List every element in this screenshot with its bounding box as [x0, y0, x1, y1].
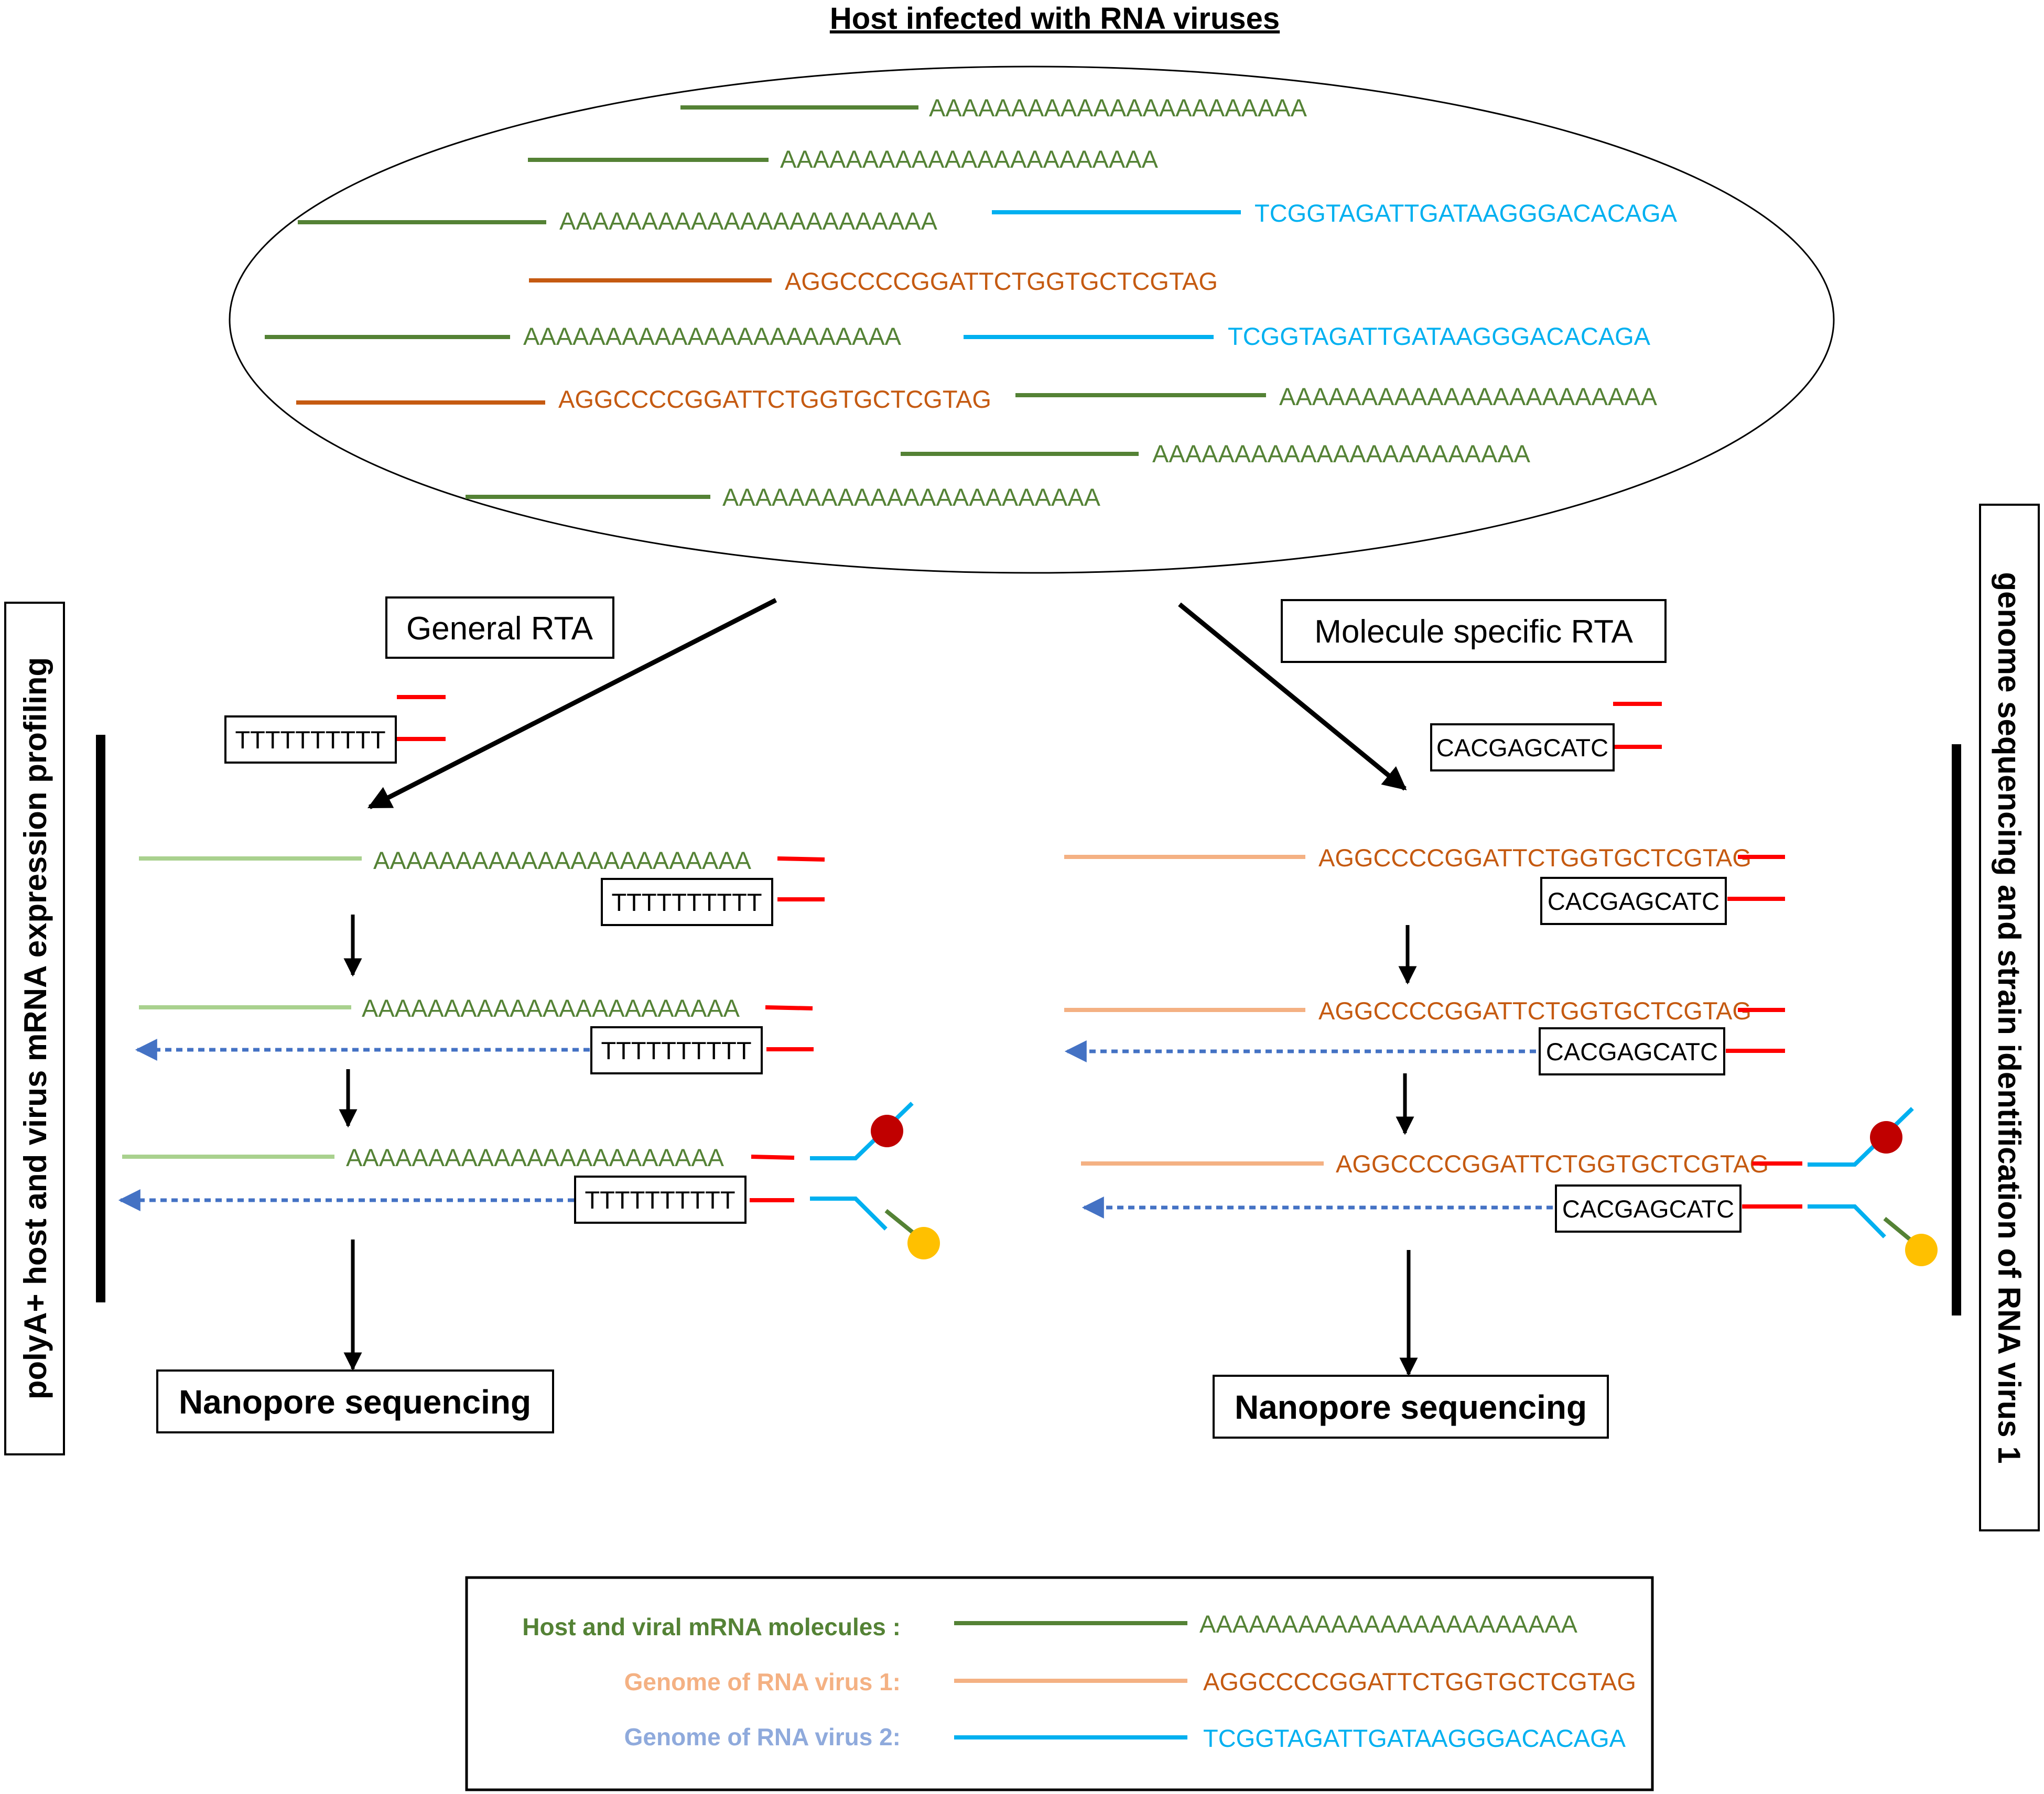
right-side-label-text: genome sequencing and strain identificat…: [1992, 572, 2027, 1463]
left-step-reverse-transcription: AAAAAAAAAAAAAAAAAAAAAAA TTTTTTTTTT: [135, 994, 814, 1074]
polya-tail-text: AAAAAAAAAAAAAAAAAAAAAAA: [362, 994, 740, 1022]
virus2-sequence-text: TCGGTAGATTGATAAGGGACACAGA: [1228, 322, 1651, 350]
virus1-sequence-text: AGGCCCCGGATTCTGGTGCTCGTAG: [558, 385, 991, 413]
specific-primer-adapter: CACGAGCATC: [1430, 702, 1662, 771]
motor-protein-yellow: [1905, 1234, 1938, 1266]
left-step-adapter-ligation: AAAAAAAAAAAAAAAAAAAAAAA TTTTTTTTTT: [118, 1102, 940, 1259]
polya-tail-text: AAAAAAAAAAAAAAAAAAAAAAA: [780, 145, 1159, 173]
right-step-adapter-ligation: AGGCCCCGGATTCTGGTGCTCGTAG CACGAGCATC: [1081, 1107, 1938, 1266]
molecule-specific-rta-label: Molecule specific RTA: [1281, 599, 1667, 663]
polya-tail-text: AAAAAAAAAAAAAAAAAAAAAAA: [523, 322, 902, 350]
virus2-genome-molecule: TCGGTAGATTGATAAGGGACACAGA: [964, 322, 1651, 350]
mrna-molecule: AAAAAAAAAAAAAAAAAAAAAAA: [528, 145, 1159, 173]
virus1-sequence-text: AGGCCCCGGATTCTGGTGCTCGTAG: [1336, 1150, 1769, 1178]
virus1-sequence-text: AGGCCCCGGATTCTGGTGCTCGTAG: [1318, 844, 1751, 872]
virus2-genome-molecule: TCGGTAGATTGATAAGGGACACAGA: [992, 199, 1678, 227]
polya-tail-text: AAAAAAAAAAAAAAAAAAAAAAA: [559, 207, 938, 235]
general-rta-text: General RTA: [406, 611, 593, 647]
branch-arrow-right: [1178, 602, 1407, 791]
legend-item-virus1: Genome of RNA virus 1: AGGCCCCGGATTCTGGT…: [624, 1668, 1636, 1695]
right-nanopore-box: Nanopore sequencing: [1213, 1375, 1609, 1439]
sequencing-adapter: [810, 1102, 940, 1259]
virus1-sequence-text: AGGCCCCGGATTCTGGTGCTCGTAG: [1318, 997, 1751, 1025]
oligo-dt-text: TTTTTTTTTT: [601, 1037, 751, 1064]
legend-sequence: AGGCCCCGGATTCTGGTGCTCGTAG: [1203, 1668, 1636, 1695]
virus1-genome-molecule: AGGCCCCGGATTCTGGTGCTCGTAG: [296, 385, 991, 413]
specific-primer-text: CACGAGCATC: [1562, 1195, 1734, 1223]
oligo-dt-text: TTTTTTTTTT: [235, 726, 385, 754]
mrna-molecule: AAAAAAAAAAAAAAAAAAAAAAA: [265, 322, 902, 350]
mrna-molecule: AAAAAAAAAAAAAAAAAAAAAAA: [1015, 383, 1658, 410]
left-nanopore-box: Nanopore sequencing: [156, 1369, 554, 1433]
mrna-molecule: AAAAAAAAAAAAAAAAAAAAAAA: [298, 207, 938, 235]
legend: Host and viral mRNA molecules : AAAAAAAA…: [465, 1576, 1654, 1791]
branch-arrow-left: [367, 597, 777, 810]
mrna-molecule: AAAAAAAAAAAAAAAAAAAAAAA: [901, 440, 1531, 467]
left-step-annealing: AAAAAAAAAAAAAAAAAAAAAAA TTTTTTTTTT: [139, 846, 825, 926]
legend-label: Genome of RNA virus 2:: [624, 1723, 901, 1750]
infected-host-ellipse: AAAAAAAAAAAAAAAAAAAAAAA AAAAAAAAAAAAAAAA…: [229, 66, 1835, 574]
mrna-molecule: AAAAAAAAAAAAAAAAAAAAAAA: [466, 483, 1101, 511]
legend-label: Host and viral mRNA molecules :: [522, 1613, 901, 1640]
polya-tail-text: AAAAAAAAAAAAAAAAAAAAAAA: [373, 846, 752, 874]
right-step-annealing: AGGCCCCGGATTCTGGTGCTCGTAG CACGAGCATC: [1064, 844, 1785, 925]
general-rta-label: General RTA: [385, 596, 614, 659]
left-nanopore-text: Nanopore sequencing: [179, 1383, 531, 1421]
mrna-molecule: AAAAAAAAAAAAAAAAAAAAAAA: [680, 94, 1307, 122]
oligo-dt-text: TTTTTTTTTT: [585, 1186, 735, 1214]
motor-protein-yellow: [907, 1227, 940, 1259]
legend-item-host-mrna: Host and viral mRNA molecules : AAAAAAAA…: [522, 1610, 1577, 1640]
right-step-reverse-transcription: AGGCCCCGGATTCTGGTGCTCGTAG CACGAGCATC: [1064, 997, 1785, 1075]
host-cell-outline: [229, 66, 1835, 574]
motor-protein-red: [871, 1115, 903, 1147]
legend-sequence: TCGGTAGATTGATAAGGGACACAGA: [1203, 1724, 1626, 1752]
legend-item-virus2: Genome of RNA virus 2: TCGGTAGATTGATAAGG…: [624, 1723, 1626, 1752]
polya-tail-text: AAAAAAAAAAAAAAAAAAAAAAA: [929, 94, 1307, 122]
motor-protein-red: [1870, 1121, 1902, 1154]
right-side-label: genome sequencing and strain identificat…: [1979, 504, 2040, 1531]
oligo-dt-text: TTTTTTTTTT: [611, 888, 762, 916]
left-side-label: polyA+ host and virus mRNA expression pr…: [4, 602, 65, 1455]
molecule-specific-rta-text: Molecule specific RTA: [1314, 614, 1633, 650]
left-side-label-text: polyA+ host and virus mRNA expression pr…: [18, 657, 53, 1399]
legend-label: Genome of RNA virus 1:: [624, 1668, 901, 1695]
polya-tail-text: AAAAAAAAAAAAAAAAAAAAAAA: [722, 483, 1101, 511]
virus1-genome-molecule: AGGCCCCGGATTCTGGTGCTCGTAG: [529, 267, 1218, 295]
virus2-sequence-text: TCGGTAGATTGATAAGGGACACAGA: [1254, 199, 1678, 227]
polya-tail-text: AAAAAAAAAAAAAAAAAAAAAAA: [1152, 440, 1531, 467]
virus1-sequence-text: AGGCCCCGGATTCTGGTGCTCGTAG: [785, 267, 1218, 295]
legend-sequence: AAAAAAAAAAAAAAAAAAAAAAA: [1199, 1610, 1578, 1638]
polya-tail-text: AAAAAAAAAAAAAAAAAAAAAAA: [1279, 383, 1658, 410]
specific-primer-text: CACGAGCATC: [1548, 887, 1719, 915]
right-nanopore-text: Nanopore sequencing: [1235, 1388, 1587, 1426]
oligo-dt-adapter: TTTTTTTTTT: [224, 695, 446, 764]
polya-tail-text: AAAAAAAAAAAAAAAAAAAAAAA: [346, 1144, 724, 1171]
sequencing-adapter: [1808, 1107, 1938, 1266]
specific-primer-text: CACGAGCATC: [1436, 734, 1608, 762]
specific-primer-text: CACGAGCATC: [1546, 1038, 1718, 1065]
diagram-title: Host infected with RNA viruses: [830, 2, 1280, 36]
